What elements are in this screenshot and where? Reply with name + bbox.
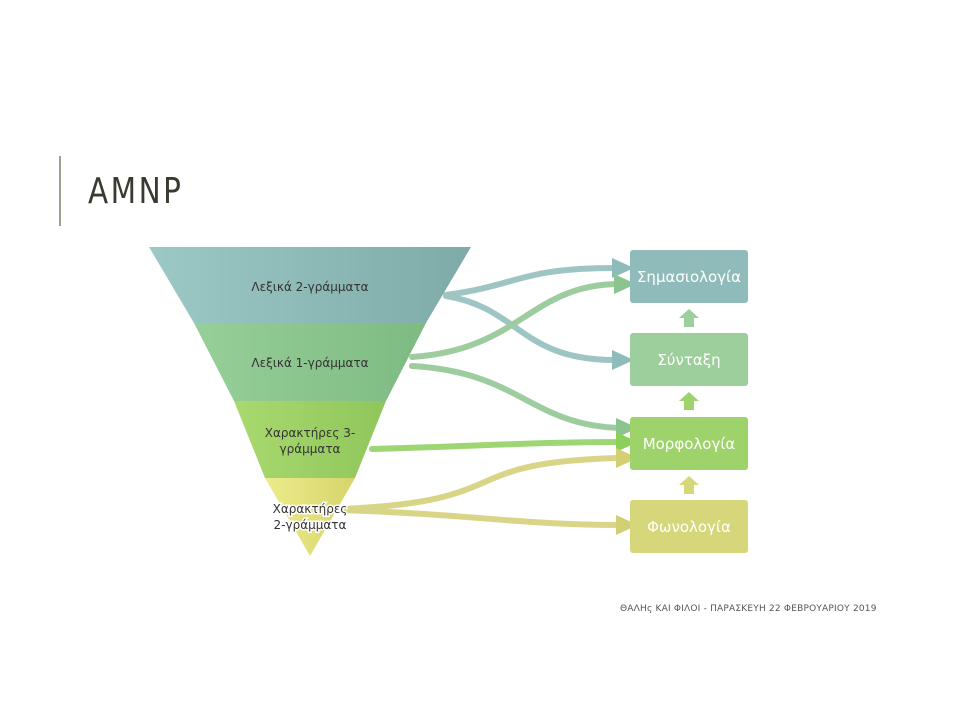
arrow-char2-to-phonology: [337, 507, 623, 528]
funnel-label-3a: Χαρακτήρες 3-: [265, 426, 356, 440]
funnel-label-3b: γράμματα: [280, 442, 341, 456]
title-accent-bar: [59, 156, 61, 226]
funnel-label-4b: 2-γράμματα: [274, 518, 347, 532]
up-arrow-phonology-to-morphology: [679, 476, 699, 494]
arrow-lex2-to-syntax: [443, 293, 618, 363]
funnel-label-4a: Χαρακτήρες: [273, 502, 348, 516]
arrow-lex1-to-morphology: [409, 363, 623, 431]
arrow-lex2-to-semantics: [443, 265, 618, 298]
up-arrow-morphology-to-syntax: [679, 392, 699, 410]
slide-footer: ΘΑΛΗς ΚΑΙ ΦΙΛΟΙ - ΠΑΡΑΣΚΕΥΗ 22 ΦΕΒΡΟΥΑΡΙ…: [620, 604, 877, 614]
slide-title: AMNP: [88, 171, 184, 212]
arrowhead-morphology-b: [616, 432, 638, 452]
arrowhead-morphology-a: [616, 418, 638, 438]
arrowhead-morphology-c: [616, 448, 638, 468]
up-arrow-syntax-to-semantics: [679, 309, 699, 327]
box-syntax: [630, 333, 748, 386]
box-semantics-label: Σημασιολογία: [637, 268, 741, 286]
arrowhead-semantics-a: [612, 258, 634, 278]
funnel-label-2: Λεξικά 1-γράμματα: [251, 356, 368, 370]
arrowhead-phonology: [616, 515, 638, 535]
funnel-level-1: [149, 247, 471, 323]
funnel-level-2: [194, 323, 426, 401]
box-syntax-label: Σύνταξη: [657, 351, 720, 369]
box-morphology-label: Μορφολογία: [643, 435, 736, 453]
box-morphology: [630, 417, 748, 470]
arrow-lex1-to-semantics: [409, 281, 621, 360]
box-phonology-label: Φωνολογία: [647, 518, 731, 536]
funnel-level-4: [265, 478, 355, 556]
arrowhead-semantics-b: [614, 274, 636, 294]
box-phonology: [630, 500, 748, 553]
arrow-char3-to-morphology: [369, 439, 623, 452]
funnel-level-3: [234, 401, 386, 478]
arrow-char2-to-morphology: [337, 455, 623, 512]
arrowhead-syntax: [612, 350, 634, 370]
box-semantics: [630, 250, 748, 303]
funnel-label-1: Λεξικά 2-γράμματα: [251, 280, 368, 294]
